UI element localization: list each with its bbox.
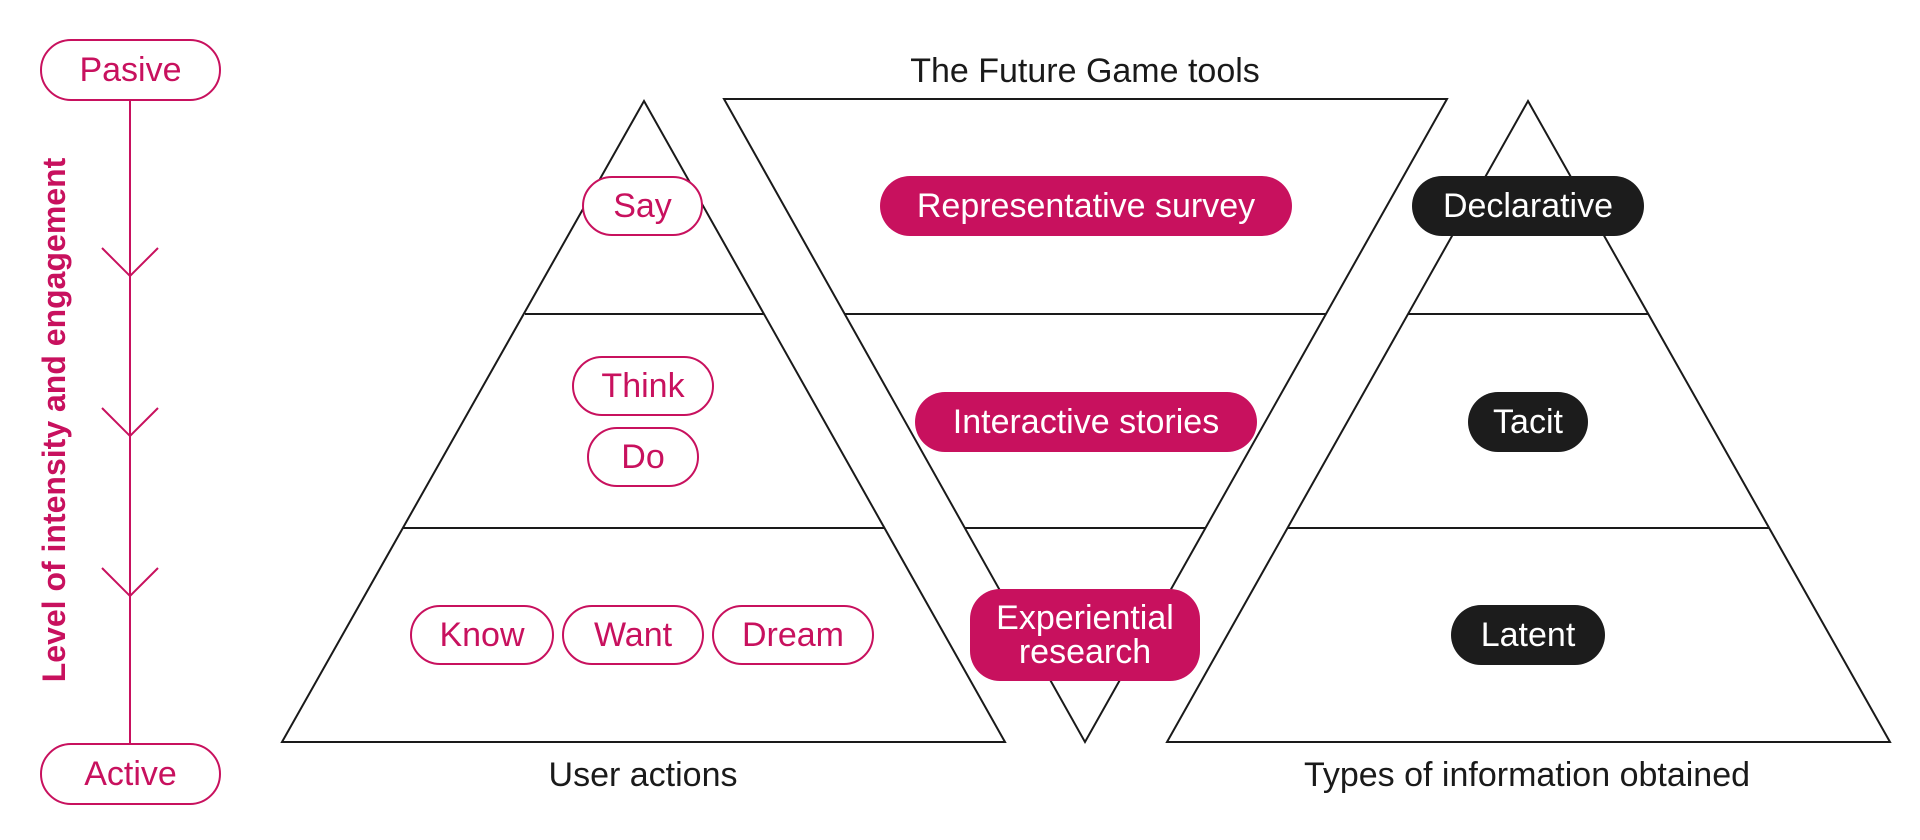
action-think: Think [572, 356, 714, 416]
scale-top-label: Pasive [40, 39, 221, 101]
action-say: Say [582, 176, 703, 236]
scale-bottom-label: Active [40, 743, 221, 805]
diagram-title: The Future Game tools [910, 52, 1260, 90]
action-want: Want [562, 605, 704, 665]
scale-axis-label: Level of intensity and engagement [36, 157, 72, 683]
tools-inverted-triangle [722, 98, 1449, 745]
info-declarative: Declarative [1412, 176, 1644, 236]
action-know: Know [410, 605, 554, 665]
tool-experiential-research: Experiential research [970, 589, 1200, 681]
scale-arrow-3 [101, 567, 159, 598]
action-do: Do [587, 427, 699, 487]
scale-arrow-1 [101, 247, 159, 278]
scale-arrow-2 [101, 407, 159, 438]
info-latent: Latent [1451, 605, 1605, 665]
user-actions-caption: User actions [548, 756, 738, 794]
information-types-caption: Types of information obtained [1303, 756, 1751, 794]
info-tacit: Tacit [1468, 392, 1588, 452]
information-types-pyramid [1165, 98, 1892, 743]
tool-experiential-research-line1: Experiential [996, 599, 1174, 637]
tool-experiential-research-line2: research [1018, 633, 1152, 671]
tool-representative-survey: Representative survey [880, 176, 1292, 236]
action-dream: Dream [712, 605, 874, 665]
user-actions-pyramid [280, 98, 1007, 743]
tool-interactive-stories: Interactive stories [915, 392, 1257, 452]
